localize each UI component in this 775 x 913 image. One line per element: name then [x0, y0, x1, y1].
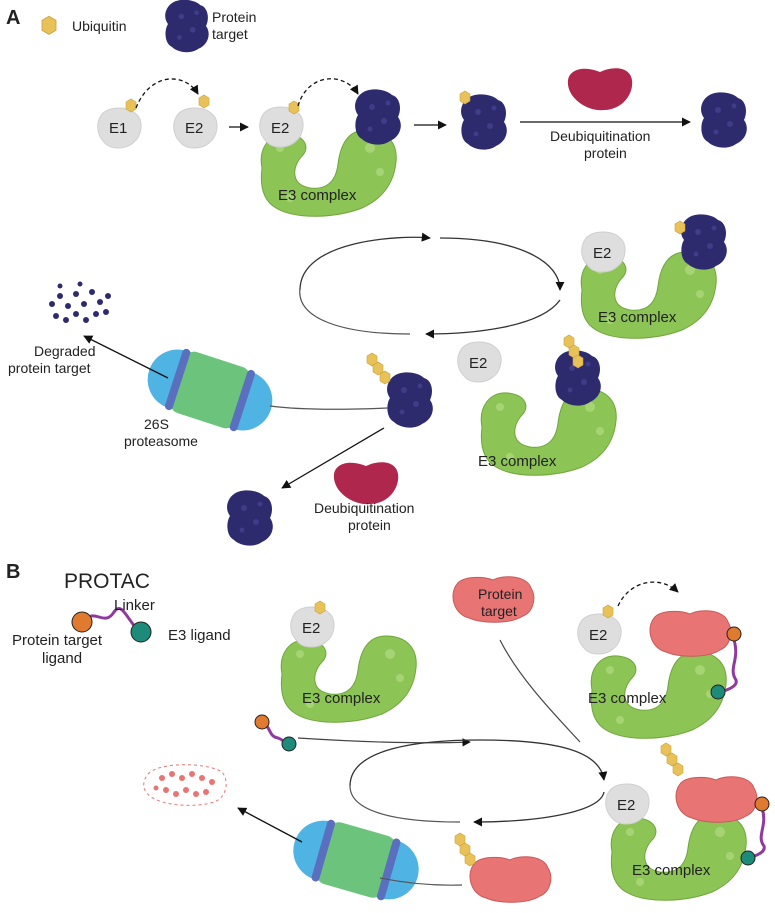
ubiquitinated-target [461, 94, 507, 150]
deubiquitination-protein-bottom [333, 462, 399, 505]
free-protac-target-ligand [254, 714, 270, 730]
protac-linker-legend [82, 607, 142, 634]
ubiquitin-transfer-arrow-b [617, 581, 679, 607]
panel-label-b: B [6, 561, 20, 583]
protein-target-legend-icon [165, 0, 209, 53]
e3-label-row1: E3 complex [278, 187, 357, 204]
e2-label-row1: E2 [185, 120, 203, 137]
target-ligand-ternary-bottom [754, 796, 770, 812]
protac-title: PROTAC [64, 570, 150, 593]
ubiquitin-b [314, 600, 326, 615]
polyubiquitinated-target-b [469, 856, 552, 903]
e3-complex-b [280, 635, 417, 723]
e1-label: E1 [109, 120, 127, 137]
e3-ligand-ternary-bottom [740, 850, 756, 866]
polyubiquitin-chain-b [454, 832, 476, 867]
arrow-proteasome-to-degraded [83, 335, 169, 379]
e2-label-cycle-top: E2 [593, 245, 611, 262]
ubiquitin-on-e2 [198, 94, 210, 109]
arrow-deubiquitination-bottom [281, 427, 385, 489]
degraded-fragments-a [49, 281, 111, 323]
e3-ligand-label: E3 ligand [168, 627, 231, 644]
cycle-arc-top-b [349, 739, 608, 787]
cycle-arc-top-a [299, 232, 431, 291]
degraded-fragments-b [143, 764, 227, 806]
ubiquitin-ternary-top [602, 604, 614, 619]
polyubiquitin-chain-ternary-bottom [660, 742, 684, 777]
e3-ligand-ternary-top [710, 684, 726, 700]
polyubiquitinated-target-center [387, 372, 433, 428]
deubiquitination-protein-row1 [567, 68, 633, 111]
cycle-arc-left-a [299, 287, 411, 335]
arrow-target-to-proteasome-b [379, 877, 463, 886]
protein-target-row1 [355, 89, 401, 145]
e2-label-row1b: E2 [271, 120, 289, 137]
target-ligand-legend-icon [71, 611, 93, 633]
target-ternary-top [649, 610, 732, 657]
cycle-arc-bottom-b [473, 791, 605, 827]
arrow-proteasome-to-degraded-b [237, 807, 303, 843]
proteasome-b [285, 811, 427, 909]
ubiquitin-on-complex-row1 [288, 100, 300, 115]
linker-label: Linker [114, 597, 155, 614]
ubiquitin-chain-top [674, 220, 686, 235]
e3-label-cycle-bottom: E3 complex [478, 453, 557, 470]
legend-ubiquitin-label: Ubiquitin [72, 18, 126, 34]
e2-label-ternary-top: E2 [589, 627, 607, 644]
single-ubiquitin [459, 90, 471, 105]
e3-label-b: E3 complex [302, 690, 381, 707]
e3-ligand-legend-icon [130, 621, 152, 643]
cycle-arc-right-a [439, 237, 565, 291]
released-target-bottom [227, 490, 273, 546]
ubiquitin-on-e1 [125, 98, 137, 113]
protac-linker-ternary-bottom [747, 807, 766, 860]
e2-label-b: E2 [302, 620, 320, 637]
e3-label-ternary-top: E3 complex [588, 690, 667, 707]
target-cycle-top [681, 214, 727, 270]
target-ternary-bottom [675, 776, 758, 823]
ubiquitin-legend-icon [41, 15, 57, 35]
ubiquitin-transfer-arrow-row1 [297, 78, 359, 107]
e2-label-ternary-bottom: E2 [617, 797, 635, 814]
e2-label-cycle-bottom: E2 [469, 355, 487, 372]
panel-label-a: A [6, 7, 20, 29]
target-ligand-ternary-top [726, 626, 742, 642]
arrow-target-to-proteasome [269, 405, 389, 410]
polyubiquitin-chain-center [366, 352, 391, 385]
cycle-arc-bottom-a [425, 299, 561, 339]
e3-label-cycle-top: E3 complex [598, 309, 677, 326]
arrow-protac-to-cycle [297, 737, 471, 747]
ternary-complex-bottom [610, 813, 747, 901]
protac-linker-ternary-top [719, 639, 738, 694]
ubiquitin-transfer-arrow-e1-e2 [135, 78, 199, 109]
free-protac-e3-ligand [281, 736, 297, 752]
e3-label-ternary-bottom: E3 complex [632, 862, 711, 879]
released-target-row1 [701, 92, 747, 148]
cycle-arc-left-b [349, 785, 461, 823]
arrow-target-to-cycle [499, 639, 581, 743]
